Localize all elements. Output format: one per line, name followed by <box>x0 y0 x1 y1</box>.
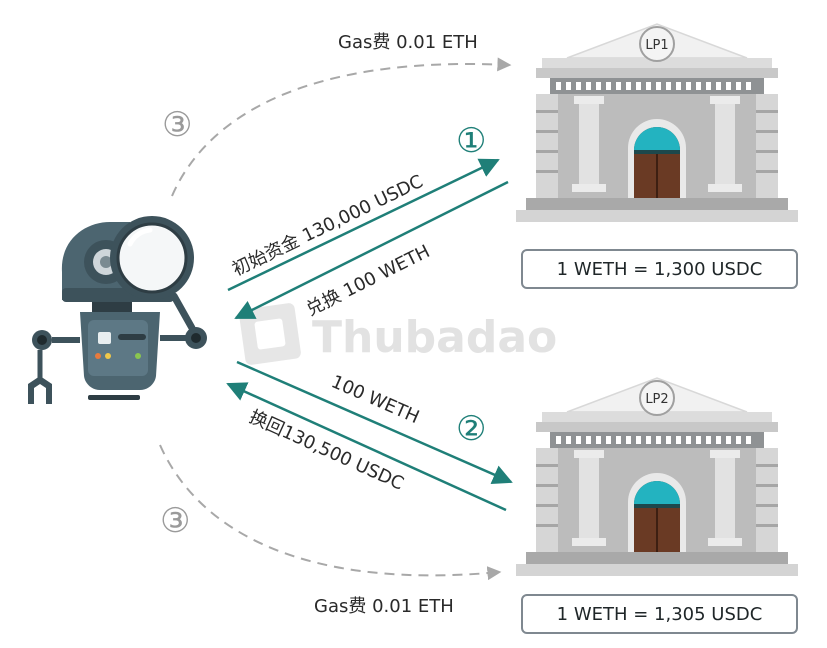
lp1-price-box: 1 WETH = 1,300 USDC <box>521 249 798 289</box>
flow-label-send-weth: 100 WETH <box>328 371 422 428</box>
lp2-badge: LP2 <box>645 392 668 407</box>
lp1-price: 1 WETH = 1,300 USDC <box>557 259 763 280</box>
flow-label-swap-back: 换回130,500 USDC <box>246 406 407 494</box>
step-3-marker-bottom: ③ <box>160 501 190 541</box>
gas-path-bottom <box>160 445 500 575</box>
bank-building-icon: LP2 <box>516 378 798 576</box>
bank-building-icon: LP1 <box>516 24 798 222</box>
step-2-marker: ② <box>456 409 486 449</box>
robot-magnifier-icon <box>28 216 207 404</box>
gas-label-bottom: Gas费 0.01 ETH <box>314 596 454 617</box>
gas-label-top: Gas费 0.01 ETH <box>338 32 478 53</box>
lp2-price-box: 1 WETH = 1,305 USDC <box>521 594 798 634</box>
step-3-marker-top: ③ <box>162 105 192 145</box>
watermark-logo: Thubadao <box>238 302 557 365</box>
step-1-marker: ① <box>456 121 486 161</box>
lp2-price: 1 WETH = 1,305 USDC <box>557 604 763 625</box>
watermark-text: Thubadao <box>312 312 557 363</box>
lp1-badge: LP1 <box>645 38 668 53</box>
